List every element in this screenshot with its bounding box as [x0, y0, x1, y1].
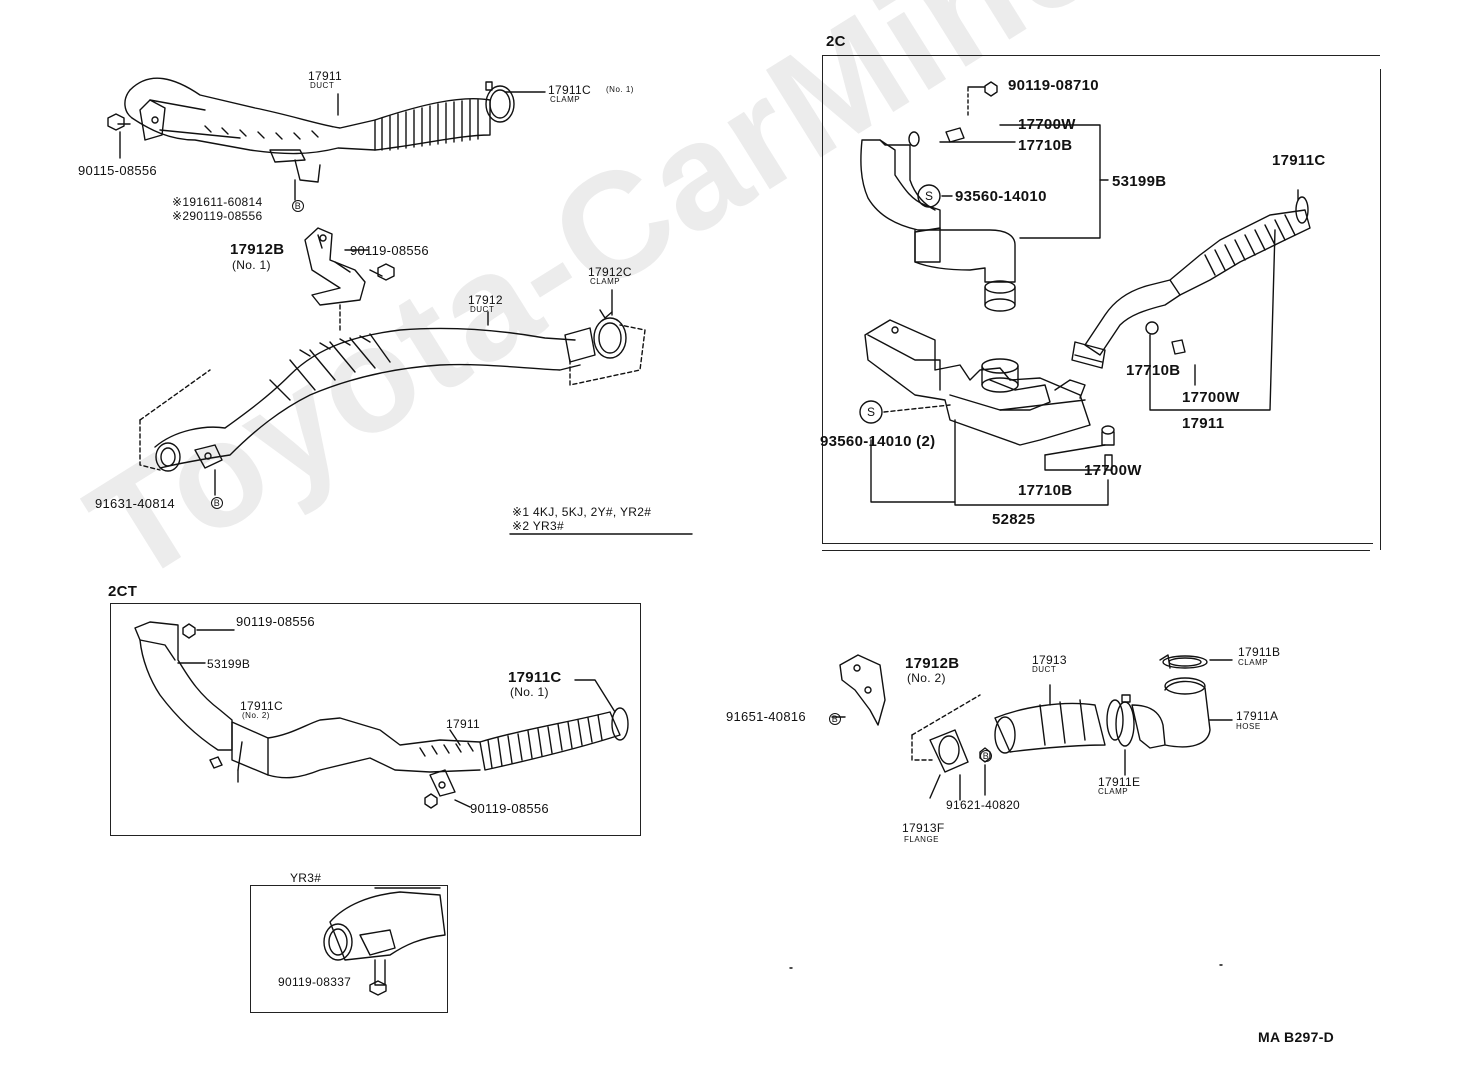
label-clampB: 17911B — [1238, 645, 1281, 659]
duct-17912-drawing — [139, 289, 646, 496]
label-bracket1-no: (No. 1) — [232, 258, 271, 272]
bracket-no1-drawing — [304, 227, 395, 333]
note-1: ※1 4KJ, 5KJ, 2Y#, YR2# — [512, 505, 652, 519]
label-br2-no: (No. 2) — [907, 671, 946, 685]
label-clamp2-sub: CLAMP — [590, 277, 621, 286]
label-top-clamp: 17911C — [548, 83, 591, 97]
label-c2-grom2: 17710B — [1126, 362, 1181, 379]
drawing-id: MA B297-D — [1258, 1029, 1335, 1045]
label-duct3-sub: DUCT — [1032, 665, 1057, 674]
section-2ct-title: 2CT — [108, 583, 138, 600]
mark-b-1: B — [292, 200, 304, 212]
label-top-note1: ※191611-60814 — [172, 195, 263, 209]
section-2c-frame-bottom — [822, 550, 1370, 551]
label-top-bolt: 90115-08556 — [78, 163, 157, 178]
label-duct2-sub: DUCT — [470, 305, 495, 314]
label-ct-duct: 17911 — [446, 717, 480, 731]
section-yr3-frame — [250, 885, 448, 1013]
section-2c-frame — [822, 55, 1373, 544]
label-hoseA: 17911A — [1236, 709, 1279, 723]
label-hoseA-sub: HOSE — [1236, 722, 1261, 731]
label-c2-cap1: 17700W — [1018, 116, 1076, 133]
label-top-clamp-no: (No. 1) — [606, 85, 634, 94]
label-top-duct: 17911 — [308, 69, 342, 83]
note-2: ※2 YR3# — [512, 519, 564, 533]
label-c2-clamp: 17911C — [1272, 152, 1326, 169]
label-top-clamp-sub: CLAMP — [550, 95, 581, 104]
label-ct-bolt2: 90119-08556 — [470, 801, 549, 816]
section-yr3-title: YR3# — [290, 871, 322, 885]
label-clampB-sub: CLAMP — [1238, 658, 1269, 667]
label-c2-bolt: 90119-08710 — [1008, 77, 1099, 94]
label-yr-bolt: 90119-08337 — [278, 975, 352, 989]
label-c2-duct: 17911 — [1182, 415, 1225, 432]
label-flange: 17913F — [902, 821, 945, 835]
mark-s-2: S — [867, 405, 876, 419]
section-2c-title: 2C — [826, 33, 846, 50]
label-c2-box: 52825 — [992, 511, 1036, 528]
label-ct-bolt1: 90119-08556 — [236, 614, 315, 629]
top-duct-drawing — [107, 77, 546, 201]
label-duct2-bolt: 91631-40814 — [95, 496, 175, 511]
label-top-note2: ※290119-08556 — [172, 209, 263, 223]
label-top-duct-sub: DUCT — [310, 81, 335, 90]
label-br2: 17912B — [905, 655, 960, 672]
label-flange-bolt: 91621-40820 — [946, 798, 1021, 812]
label-ct-clamp2: 17911C — [240, 699, 283, 713]
label-bracket1-bolt: 90119-08556 — [350, 243, 429, 258]
mark-s-1: S — [925, 189, 934, 203]
mark-b-2: B — [211, 497, 223, 509]
label-ct-clamp1: 17911C — [508, 669, 562, 686]
label-br2-bolt: 91651-40816 — [726, 709, 806, 724]
label-flange-sub: FLANGE — [904, 835, 940, 844]
section-2c-frame-edge — [822, 55, 1380, 56]
section-2c-drawing — [859, 81, 1311, 506]
label-ct-set: 53199B — [207, 657, 251, 671]
mark-b-3: B — [829, 713, 841, 725]
label-c2-grom1: 17710B — [1018, 137, 1073, 154]
label-c2-grom3: 17710B — [1018, 482, 1073, 499]
label-c2-cap2: 17700W — [1182, 389, 1240, 406]
section-2c-frame-right — [1380, 69, 1381, 550]
label-c2-cap3: 17700W — [1084, 462, 1142, 479]
label-c2-s1: 93560-14010 — [955, 188, 1047, 205]
section-yr3-drawing — [323, 887, 446, 996]
label-ct-clamp1-no: (No. 1) — [510, 685, 549, 699]
label-clampE-sub: CLAMP — [1098, 787, 1129, 796]
section-2ct-drawing — [134, 621, 629, 809]
label-clampE: 17911E — [1098, 775, 1141, 789]
label-duct3: 17913 — [1032, 653, 1067, 667]
label-duct2: 17912 — [468, 293, 503, 307]
bottom-right-drawing — [831, 654, 1233, 801]
label-clamp2: 17912C — [588, 265, 632, 279]
label-bracket1: 17912B — [230, 241, 285, 258]
label-ct-clamp2-no: (No. 2) — [242, 711, 270, 720]
section-2ct-frame — [110, 603, 641, 836]
label-c2-set: 53199B — [1112, 173, 1167, 190]
mark-b-4: B — [980, 750, 992, 762]
label-c2-s2: 93560-14010 (2) — [820, 433, 936, 450]
